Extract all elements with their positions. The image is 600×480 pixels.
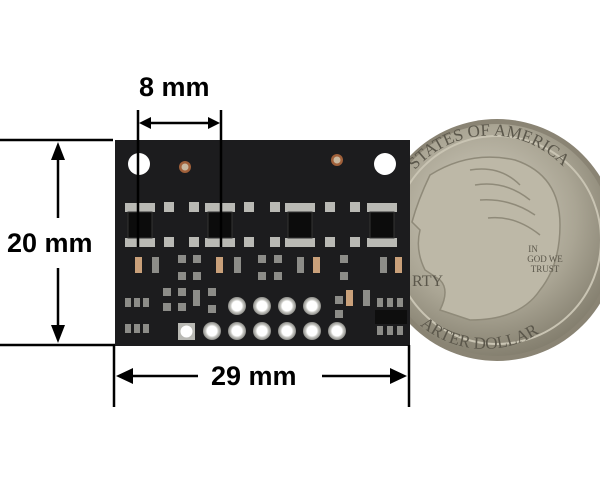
dimension-lines bbox=[0, 110, 411, 407]
height-dimension-label: 20 mm bbox=[7, 228, 93, 258]
dimension-arrowheads bbox=[51, 117, 407, 384]
pitch-dimension-label: 8 mm bbox=[139, 72, 210, 102]
quarter-coin: IN GOD WE TRUST STATES OF AMERICA ARTER … bbox=[376, 119, 600, 361]
svg-text:GOD WE: GOD WE bbox=[527, 254, 563, 264]
sensor-board bbox=[115, 140, 410, 346]
svg-text:TRUST: TRUST bbox=[531, 264, 560, 274]
width-dimension-label: 29 mm bbox=[211, 361, 297, 391]
svg-text:RTY: RTY bbox=[412, 273, 443, 290]
coin-motto: IN bbox=[528, 244, 538, 254]
